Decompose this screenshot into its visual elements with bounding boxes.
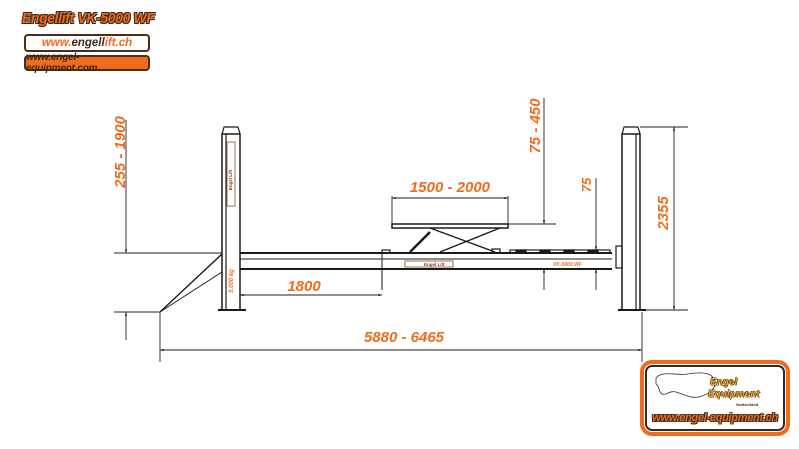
- runway-brand-label: Engel Lift: [424, 262, 445, 267]
- company-logo-icon: [655, 372, 716, 398]
- dim-ramp-length: 1800: [287, 278, 321, 295]
- dim-jack-table-length: 1500 - 2000: [410, 179, 491, 196]
- url-dark: engel: [71, 37, 102, 49]
- dim-jack-lift-range: 75 - 450: [527, 98, 544, 154]
- post-brand-label: Engel Lift: [228, 169, 233, 190]
- right-post: [615, 126, 646, 311]
- drive-on-ramp: [159, 253, 223, 313]
- badge-line-engel: Engel: [710, 377, 738, 388]
- dimension-lines: [114, 98, 688, 362]
- dim-overall-length: 5880 - 6465: [364, 329, 445, 346]
- post-capacity-label: 5.000 kg: [229, 269, 235, 293]
- dim-post-height: 2355: [655, 196, 672, 231]
- left-post: [218, 126, 246, 311]
- url-mid: l: [101, 37, 105, 49]
- url-prefix: www.: [41, 37, 72, 49]
- scissor-jack-table: [391, 223, 509, 254]
- website-link-engel-equipment[interactable]: www.engel-equipment.com: [24, 52, 150, 74]
- badge-line-switzerland: Switzerland: [736, 402, 759, 407]
- runway: [240, 249, 612, 290]
- dim-jack-min-height: 75: [579, 177, 594, 192]
- engel-equipment-badge[interactable]: Engel Equipment Switzerland www.engel-eq…: [640, 360, 790, 436]
- lift-structure: [159, 126, 646, 313]
- product-title: Engellift VK-5000 WF: [22, 10, 155, 27]
- dim-lift-height: 255 - 1900: [112, 115, 129, 188]
- runway-model-label: VK-5000 WF: [553, 262, 583, 268]
- badge-url[interactable]: www.engel-equipment.ch: [652, 412, 778, 424]
- url-suffix: ift.ch: [104, 37, 133, 49]
- badge-line-equipment: Equipment: [708, 389, 760, 400]
